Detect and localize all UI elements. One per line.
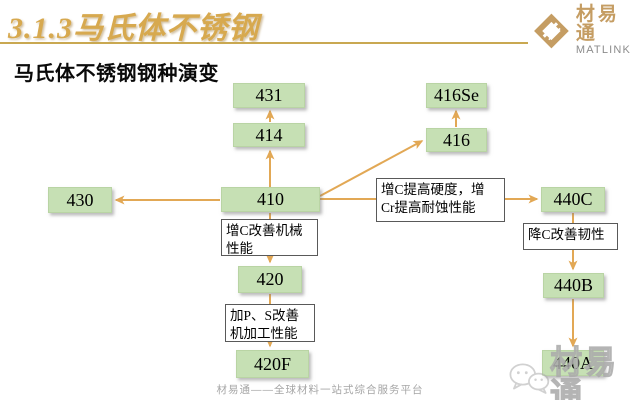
logo-tagline: MATLINK [575,44,632,56]
node-420: 420 [238,266,302,293]
node-414: 414 [233,123,305,147]
title-underline [0,42,528,44]
footer-slogan: 材易通——全球材料一站式综合服务平台 [216,384,424,396]
node-440B: 440B [543,273,604,298]
diagram-heading: 马氏体不锈钢钢种演变 [14,63,219,85]
node-416: 416 [426,128,487,152]
slide-title: 3.1.3马氏体不锈钢 [8,12,259,45]
node-420F: 420F [236,350,309,378]
node-416Se: 416Se [426,83,487,108]
annotation-add-c-mechanical: 增C改善机械 性能 [221,219,318,256]
node-431: 431 [233,83,305,108]
annotation-add-c-cr-hardness: 增C提高硬度，增 Cr提高耐蚀性能 [376,178,505,222]
matlink-logo: 材易通 MATLINK [531,5,640,56]
matlink-diamond-icon [534,13,569,48]
node-440A: 440A [542,350,604,376]
node-410: 410 [221,187,320,212]
annotation-reduce-c-toughness: 降C改善韧性 [523,223,618,250]
logo-text: 材易通 MATLINK [576,5,640,56]
node-430: 430 [48,187,112,213]
annotation-add-p-s-machinability: 加P、S改善 机加工性能 [225,304,315,342]
logo-name: 材易通 [575,4,620,44]
node-440C: 440C [541,187,605,212]
